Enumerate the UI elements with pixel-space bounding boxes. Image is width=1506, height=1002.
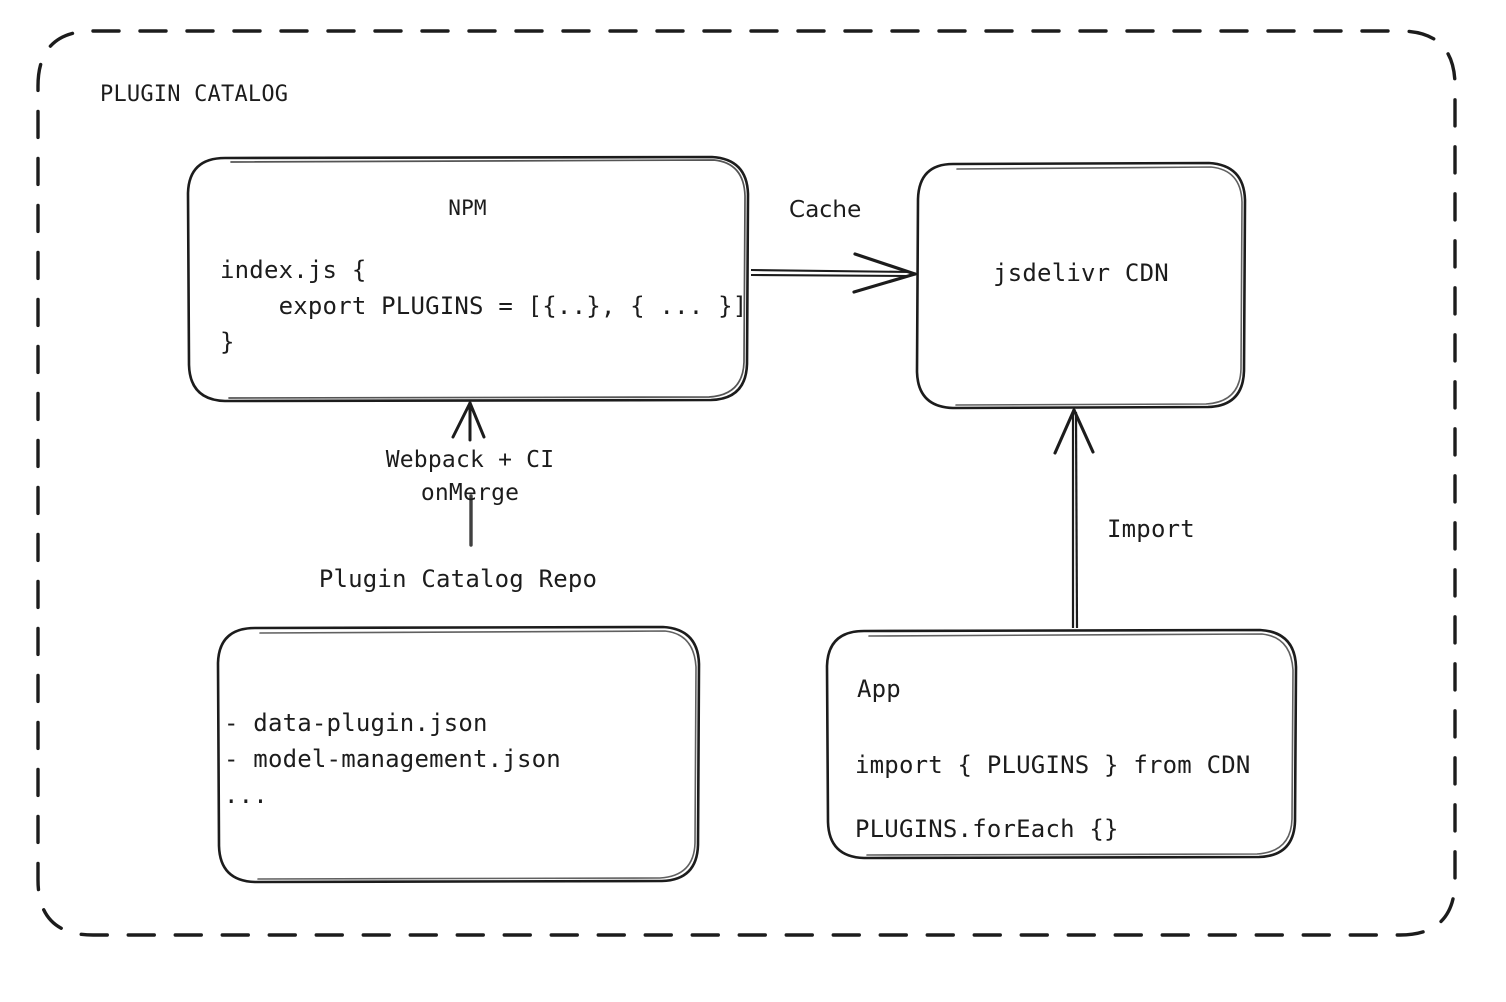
build-edge-label: Webpack + CI onMerge: [330, 444, 610, 510]
list-item: ...: [224, 781, 268, 809]
app-code-line-1: import { PLUGINS } from CDN: [855, 751, 1251, 779]
app-code-block: import { PLUGINS } from CDN PLUGINS.forE…: [855, 733, 1251, 861]
cdn-box-label: jsdelivr CDN: [993, 259, 1169, 287]
repo-box-shape: [216, 625, 701, 884]
app-box-title: App: [857, 675, 901, 703]
frame-title: PLUGIN CATALOG: [100, 82, 289, 107]
cache-edge-label: Cache: [789, 197, 862, 223]
repo-box-label: Plugin Catalog Repo: [318, 565, 598, 593]
repo-file-list: - data-plugin.json - model-management.js…: [224, 705, 561, 813]
npm-box-shape: [186, 155, 750, 403]
npm-code-block: index.js { export PLUGINS = [{..}, { ...…: [220, 252, 747, 360]
build-arrow: [451, 401, 486, 547]
build-edge-label-line-1: Webpack + CI: [385, 447, 555, 473]
npm-code-line-3: }: [220, 328, 235, 356]
npm-code-line-1: index.js {: [220, 256, 367, 284]
list-item: - data-plugin.json: [224, 709, 488, 737]
app-box-shape: [825, 628, 1298, 860]
plugin-catalog-frame: [36, 29, 1457, 937]
npm-box-title: NPM: [448, 196, 487, 220]
cdn-box-shape: [915, 161, 1247, 410]
npm-code-line-2: export PLUGINS = [{..}, { ... }]: [220, 292, 748, 320]
import-edge-label: Import: [1107, 515, 1195, 543]
build-edge-label-line-2: onMerge: [420, 480, 520, 506]
import-arrow: [1053, 408, 1095, 629]
app-code-line-2: PLUGINS.forEach {}: [855, 815, 1119, 843]
cache-arrow: [750, 252, 917, 294]
list-item: - model-management.json: [224, 745, 561, 773]
